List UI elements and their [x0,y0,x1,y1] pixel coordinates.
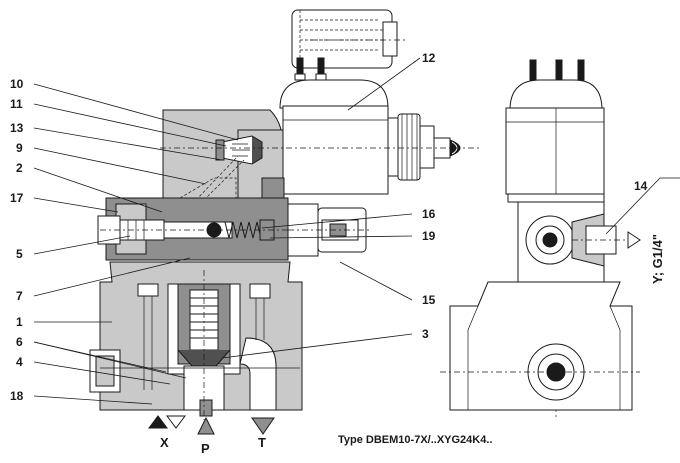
port-label-p: P [201,441,210,456]
callout-4: 4 [16,355,23,369]
y-port-arrow-icon [627,231,641,249]
pilot-body [160,109,480,201]
callout-5: 5 [16,247,23,261]
plug-connector [291,9,405,81]
callout-12: 12 [422,51,436,65]
callout-1: 1 [16,315,23,329]
callout-14: 14 [634,179,648,193]
callout-19: 19 [422,229,436,243]
callout-15: 15 [422,293,436,307]
sectional-view: 10 11 13 9 2 17 5 7 1 6 4 18 12 16 19 15… [10,9,480,456]
callout-3: 3 [422,327,429,341]
port-symbols [148,415,275,435]
side-view: 14 Y; G1/4" [440,59,680,420]
callout-6: 6 [16,335,23,349]
pilot-block [97,177,290,261]
callout-13: 13 [10,121,24,135]
leader-lines [33,57,421,405]
callout-9: 9 [16,141,23,155]
main-body [89,261,303,420]
callout-17: 17 [10,191,24,205]
x-port-arrow-outline-icon [166,415,186,429]
callout-16: 16 [422,207,436,221]
callout-10: 10 [10,77,24,91]
callout-2: 2 [16,161,23,175]
port-label-t: T [258,435,266,450]
x-port-arrow-filled-icon [148,415,168,429]
t-port-arrow-icon [251,417,275,435]
adjustment-cap [287,203,372,257]
diagram-caption: Type DBEM10-7X/..XYG24K4.. [338,434,492,446]
callout-11: 11 [10,97,23,111]
solenoid-coil [279,79,461,195]
callout-18: 18 [10,389,24,403]
callout-7: 7 [16,289,23,303]
port-label-y: Y; G1/4" [650,234,665,284]
port-label-x: X [160,435,169,450]
p-port-arrow-icon [197,416,215,435]
